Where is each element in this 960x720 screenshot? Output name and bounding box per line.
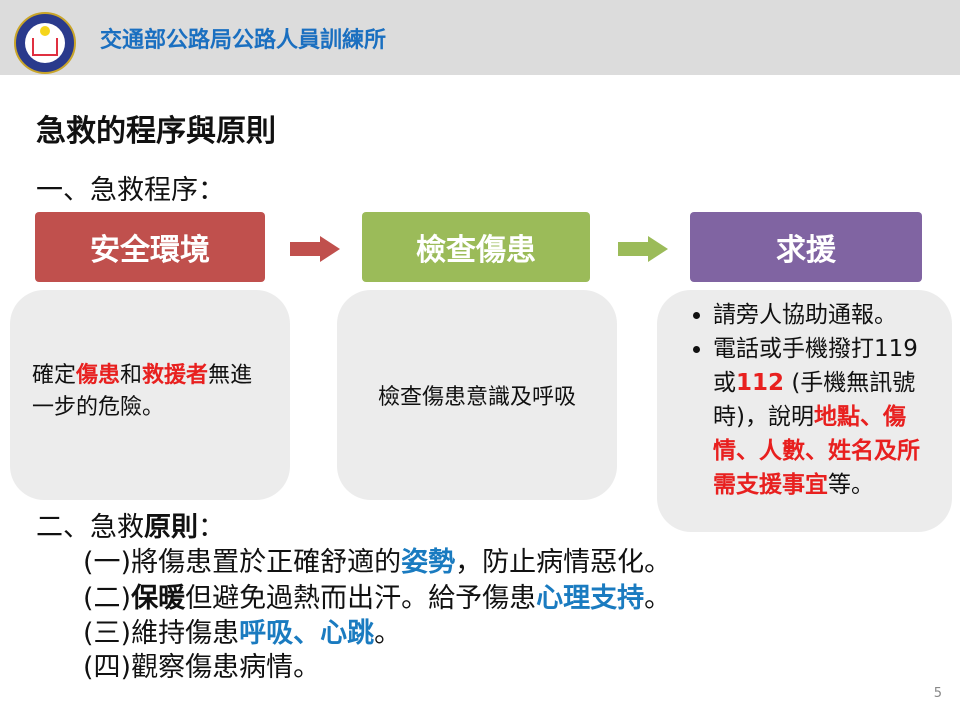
text: 等。 — [828, 472, 874, 498]
principle-4: (四)觀察傷患病情。 — [83, 645, 320, 684]
section-heading-procedure: 一、急救程序： — [36, 175, 225, 206]
header-bar: 交通部公路局公路人員訓練所 — [0, 0, 960, 75]
text: 無進一步的危險。 — [32, 363, 253, 420]
page-number: 5 — [933, 686, 942, 701]
text: (手機無訊號時)，說明 — [713, 370, 916, 430]
text: 但避免過熱而出汗。給予傷患 — [185, 583, 537, 614]
card-text: 檢查傷患意識及呼吸 — [377, 385, 576, 410]
section-heading-principles: 二、急救原則： — [36, 505, 225, 544]
step-check-casualty: 檢查傷患 — [362, 212, 590, 282]
text: (三)維持傷患 — [83, 618, 240, 649]
step-safe-environment: 安全環境 — [35, 212, 265, 282]
bullet-item: 電話或手機撥打119或112 (手機無訊號時)，說明地點、傷情、人數、姓名及所需… — [713, 332, 934, 502]
highlight-info: 地點、傷情、人數、姓名及所需支援事宜 — [713, 404, 920, 498]
text: (一)將傷患置於正確舒適的 — [83, 547, 402, 578]
card-check-casualty: 檢查傷患意識及呼吸 — [337, 290, 617, 500]
text-bold: 保暖 — [131, 583, 186, 614]
highlight-casualty: 傷患 — [76, 363, 121, 388]
text: 和 — [120, 363, 143, 388]
card-call-help: 請旁人協助通報。 電話或手機撥打119或112 (手機無訊號時)，說明地點、傷情… — [657, 290, 952, 532]
principle-1: (一)將傷患置於正確舒適的姿勢，防止病情惡化。 — [83, 540, 671, 579]
text: 。 — [644, 583, 672, 614]
highlight-rescuer: 救援者 — [142, 363, 209, 388]
highlight: 呼吸、心跳 — [239, 618, 375, 649]
principle-2: (二)保暖但避免過熱而出汗。給予傷患心理支持。 — [83, 576, 671, 615]
text: ，防止病情惡化。 — [455, 547, 672, 578]
bullet-item: 請旁人協助通報。 — [713, 298, 934, 332]
text: (四)觀察傷患病情。 — [83, 652, 321, 683]
organization-name: 交通部公路局公路人員訓練所 — [100, 28, 387, 53]
arrow-right-icon — [618, 236, 668, 262]
highlight: 姿勢 — [401, 547, 456, 578]
text: 電話或手機撥打119或 — [713, 336, 918, 396]
text: 。 — [374, 618, 402, 649]
card-safe-environment: 確定傷患和救援者無進一步的危險。 — [10, 290, 290, 500]
text-bold: 原則 — [144, 512, 198, 543]
highlight: 心理支持 — [536, 583, 645, 614]
organization-logo — [14, 12, 76, 74]
text: ： — [198, 512, 225, 543]
step-call-help: 求援 — [690, 212, 922, 282]
arrow-right-icon — [290, 236, 340, 262]
slide-title: 急救的程序與原則 — [36, 114, 276, 149]
text: 確定 — [32, 363, 77, 388]
text: 二、急救 — [36, 512, 144, 543]
highlight-112: 112 — [736, 370, 785, 396]
principle-3: (三)維持傷患呼吸、心跳。 — [83, 611, 401, 650]
text: (二) — [83, 583, 132, 614]
